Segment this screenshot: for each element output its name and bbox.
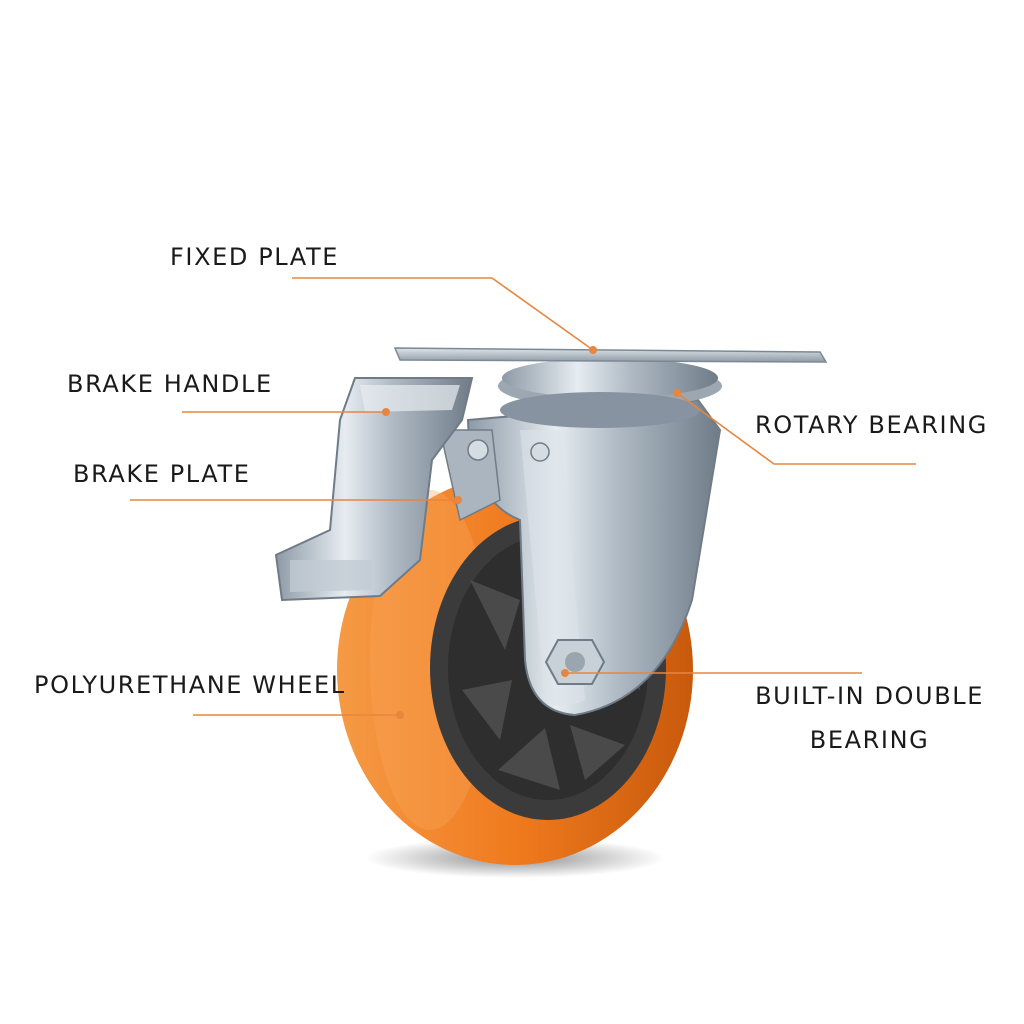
leader-dot-brake-handle <box>382 408 390 416</box>
label-polyurethane-wheel: POLYURETHANE WHEEL <box>34 671 346 699</box>
leader-dot-fixed-plate <box>589 346 597 354</box>
rotary-bearing <box>498 358 722 428</box>
label-brake-plate: BRAKE PLATE <box>73 460 251 488</box>
leader-lines <box>130 277 916 719</box>
leader-rotary-bearing <box>676 392 916 465</box>
leader-dot-pu-wheel <box>396 711 404 719</box>
label-double-bearing-line-2: BEARING <box>809 726 930 754</box>
brake-handle <box>274 377 474 602</box>
leader-dot-rotary-bearing <box>673 389 681 397</box>
label-brake-handle: BRAKE HANDLE <box>67 370 273 398</box>
axle-bolt <box>544 639 606 685</box>
label-double-bearing-line-1: BUILT-IN DOUBLE <box>755 682 984 710</box>
leader-fixed-plate <box>292 277 594 351</box>
fork-bracket <box>466 398 722 717</box>
label-built-in-double-bearing: BUILT-IN DOUBLE BEARING <box>755 684 984 752</box>
leader-dot-brake-plate <box>454 496 462 504</box>
leader-dot-double-bearing <box>561 669 569 677</box>
label-fixed-plate: FIXED PLATE <box>170 243 339 271</box>
label-rotary-bearing: ROTARY BEARING <box>755 411 988 439</box>
fixed-plate <box>393 347 828 363</box>
